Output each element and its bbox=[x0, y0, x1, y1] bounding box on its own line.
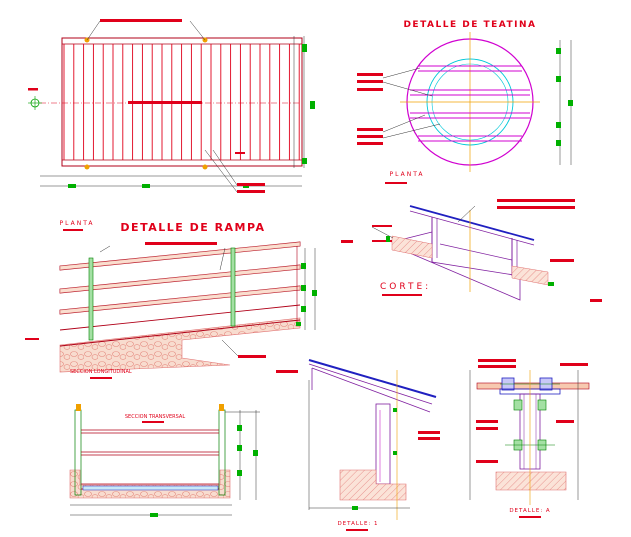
ramp-longitudinal-section: PLANTA DETALLE DE RAMPA bbox=[25, 220, 317, 379]
longitudinal-section-label: SECCION LONGITUDINAL bbox=[70, 369, 132, 375]
skylight-detail-title: DETALLE DE TEATINA bbox=[403, 20, 536, 30]
detail-1-label: DETALLE: 1 bbox=[337, 521, 378, 527]
cut-label: CORTE: bbox=[380, 282, 431, 292]
detail-a: DETALLE: A bbox=[469, 359, 590, 518]
ramp-detail-title: DETALLE DE RAMPA bbox=[120, 221, 265, 234]
detail-a-label: DETALLE: A bbox=[509, 508, 550, 514]
cross-section: SECCION TRANSVERSAL bbox=[69, 404, 260, 517]
skylight-plan-label: PLANTA bbox=[390, 171, 425, 178]
ramp-plan-view bbox=[28, 19, 315, 193]
detail-1: DETALLE: 1 bbox=[308, 359, 440, 531]
skylight-detail: DETALLE DE TEATINA P bbox=[357, 20, 573, 184]
cross-section-label: SECCION TRANSVERSAL bbox=[125, 414, 185, 420]
ramp-plan-label: PLANTA bbox=[60, 220, 95, 227]
cut-section: CORTE: bbox=[341, 199, 602, 302]
